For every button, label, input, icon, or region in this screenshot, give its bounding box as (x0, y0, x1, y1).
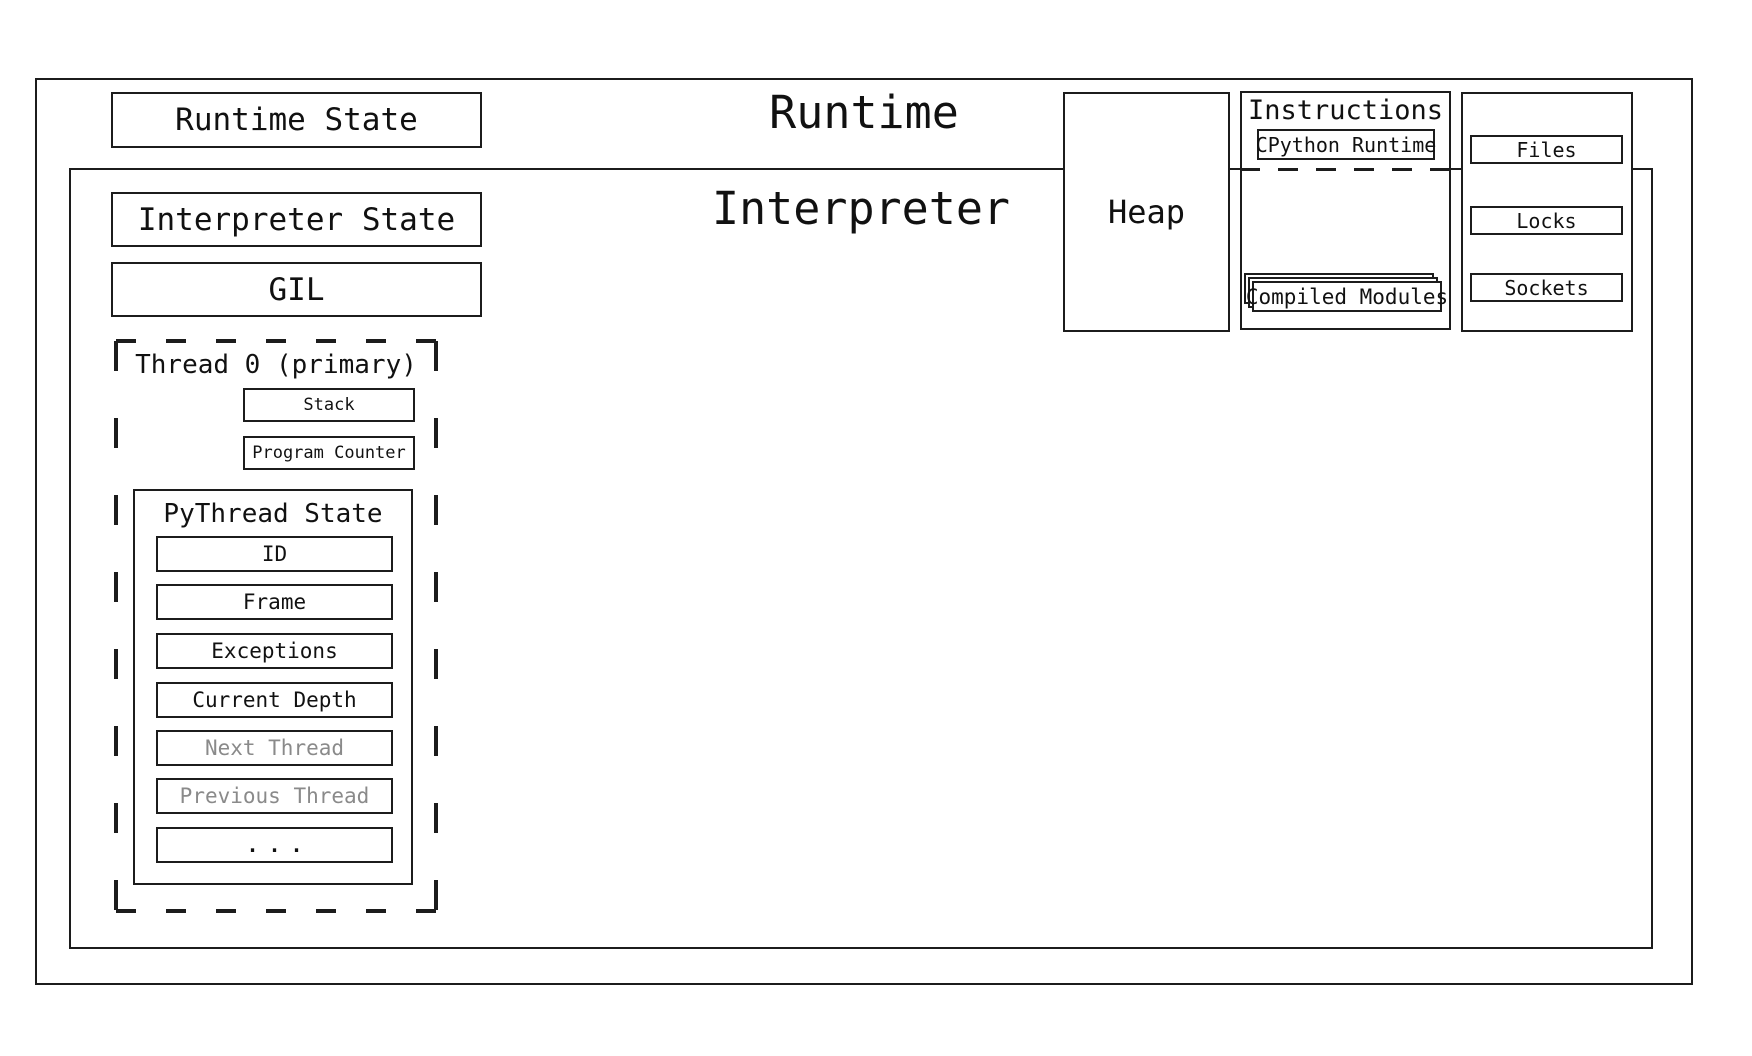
gil-box: GIL (111, 262, 482, 317)
pythread-item-next-thread: Next Thread (156, 730, 393, 766)
pythread-item-previous-thread: Previous Thread (156, 778, 393, 814)
heap-box: Heap (1063, 92, 1230, 332)
pythread-item-frame: Frame (156, 584, 393, 620)
thread0-dashed-border (114, 339, 438, 913)
instructions-box: Instructions CPython Runtime Compiled Mo… (1240, 91, 1451, 330)
pythread-item-id: ID (156, 536, 393, 572)
thread0-group: Thread 0 (primary) Stack Program Counter… (113, 338, 439, 914)
instructions-title: Instructions (1247, 95, 1444, 126)
cpython-runtime-box: CPython Runtime (1256, 129, 1436, 160)
pythread-item-exceptions: Exceptions (156, 633, 393, 669)
pythread-item-current-depth: Current Depth (156, 682, 393, 718)
runtime-interpreter-boundary-dashed-line (1240, 168, 1451, 171)
sockets-box: Sockets (1470, 273, 1623, 302)
interpreter-state-box: Interpreter State (111, 192, 482, 247)
pythread-item-ellipsis: ... (156, 827, 393, 863)
compiled-modules-box: Compiled Modules (1246, 281, 1448, 312)
resources-box: Files Locks Sockets (1461, 92, 1633, 332)
thread0-title: Thread 0 (primary) (135, 350, 417, 380)
runtime-title: Runtime (769, 86, 959, 139)
files-box: Files (1470, 135, 1623, 164)
pythread-state-box: PyThread State ID Frame Exceptions Curre… (133, 489, 413, 885)
interpreter-title: Interpreter (711, 182, 1010, 235)
locks-box: Locks (1470, 206, 1623, 235)
pythread-state-title: PyThread State (163, 499, 383, 529)
stack-box: Stack (243, 388, 415, 422)
runtime-state-box: Runtime State (111, 92, 482, 148)
heap-label: Heap (1107, 193, 1186, 231)
program-counter-box: Program Counter (243, 436, 415, 470)
